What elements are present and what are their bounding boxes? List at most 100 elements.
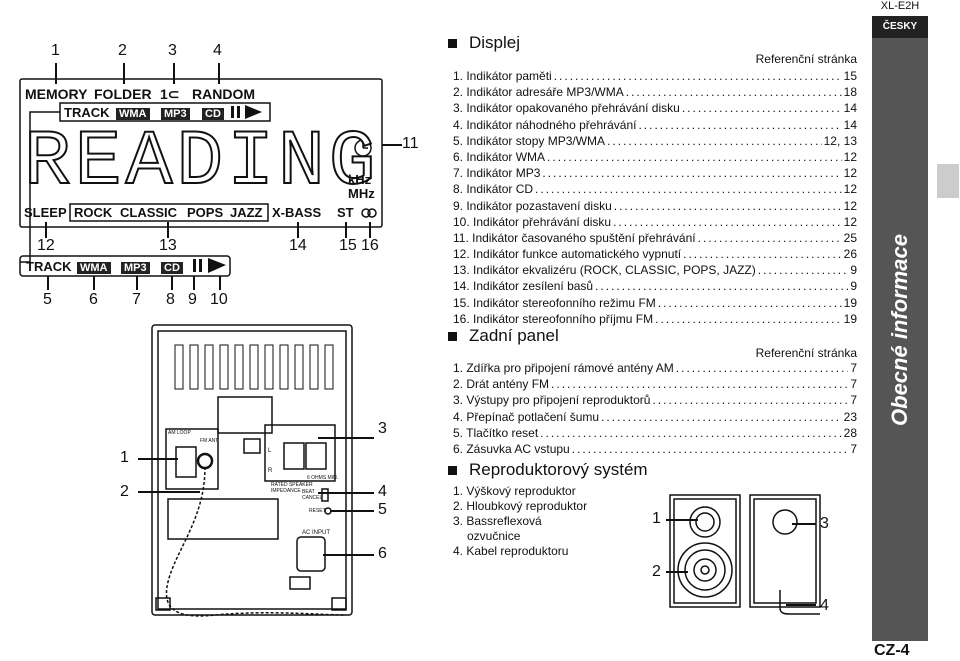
speaker-callout-4: 4: [820, 597, 829, 614]
rear-callout-6: 6: [378, 545, 387, 562]
lcd-callout-3: 3: [168, 42, 177, 59]
lcd-eq-pops: POPS: [187, 205, 224, 220]
rear-right-label: R: [268, 468, 273, 474]
lcd-callout-14: 14: [289, 237, 307, 254]
lcd-random: RANDOM: [192, 86, 255, 102]
list-item: 4. Přepínač potlačení šumu23: [453, 409, 857, 425]
list-item: 13. Indikátor ekvalizéru (ROCK, CLASSIC,…: [453, 262, 857, 278]
rear-reset: RESET: [309, 508, 326, 514]
tab-marker: [937, 164, 959, 198]
rear-callout-3: 3: [378, 420, 387, 437]
speaker-callout-3: 3: [820, 515, 829, 532]
lcd-track: TRACK: [64, 105, 110, 120]
rear-ac-input: AC INPUT: [302, 530, 331, 536]
lcd-wma: WMA: [116, 108, 150, 120]
rear-fm-ant: FM ANT: [200, 438, 219, 444]
list-item: 2. Indikátor adresáře MP3/WMA18: [453, 84, 857, 100]
speaker-diagram: [666, 494, 821, 615]
lcd-st: ST: [337, 205, 354, 220]
list-item: 4. Indikátor náhodného přehrávání14: [453, 117, 857, 133]
lcd-callout-7: 7: [132, 291, 141, 308]
list-item: 12. Indikátor funkce automatického vypnu…: [453, 246, 857, 262]
list-item: 16. Indikátor stereofonního příjmu FM19: [453, 311, 857, 327]
lcd-memory: MEMORY: [25, 86, 88, 102]
lcd-callout-8: 8: [166, 291, 175, 308]
display-ref-header: Referenční stránka: [755, 52, 857, 66]
rear-ohms: 6 OHMS MIN.: [307, 475, 339, 481]
list-item: 7. Indikátor MP312: [453, 165, 857, 181]
lcd-callout-1: 1: [51, 42, 60, 59]
list-item: 15. Indikátor stereofonního režimu FM19: [453, 295, 857, 311]
lcd-xbass: X-BASS: [272, 205, 322, 220]
strip-wma: WMA: [77, 262, 111, 274]
lcd-segment-display: READING: [23, 119, 380, 207]
lcd-callout-5: 5: [43, 291, 52, 308]
list-item: 4. Kabel reproduktoru: [453, 544, 569, 558]
speaker-callout-2: 2: [652, 563, 661, 580]
list-item: 1. Indikátor paměti15: [453, 68, 857, 84]
speaker-callout-1: 1: [652, 510, 661, 527]
lcd-callout-13: 13: [159, 237, 177, 254]
rear-panel-drawing: [138, 324, 374, 617]
list-item: 2. Drát antény FM7: [453, 376, 857, 392]
bullet-square-icon: [448, 331, 457, 341]
list-item: 1. Výškový reproduktor: [453, 484, 576, 498]
speaker-item-list: 1. Výškový reproduktor 2. Hloubkový repr…: [453, 484, 587, 559]
lcd-repeat: 1⊂: [160, 86, 180, 102]
rear-ref-header: Referenční stránka: [755, 346, 857, 360]
rear-section-title: Zadní panel: [448, 326, 559, 346]
list-item: 6. Zásuvka AC vstupu7: [453, 441, 857, 457]
rear-beat-cancel: BEAT CANCEL: [302, 489, 323, 501]
lcd-eq-rock: ROCK: [74, 205, 113, 220]
rear-speaker-impedance: RATED SPEAKER IMPEDANCE: [271, 482, 313, 494]
lcd-mhz: MHz: [348, 186, 375, 201]
rear-item-list: 1. Zdířka pro připojení rámové antény AM…: [453, 360, 857, 457]
strip-mp3: MP3: [121, 262, 150, 274]
lcd-eq-jazz: JAZZ: [230, 205, 263, 220]
speaker-section-title: Reproduktorový systém: [448, 460, 648, 480]
list-item: 3. Indikátor opakovaného přehrávání disk…: [453, 100, 857, 116]
page-number: CZ-4: [874, 642, 910, 659]
list-item: 5. Tlačítko reset28: [453, 425, 857, 441]
list-item: ozvučnice: [467, 529, 521, 543]
rear-am-loop: AM LOOP: [168, 430, 191, 436]
lcd-callout-6: 6: [89, 291, 98, 308]
bullet-square-icon: [448, 38, 457, 48]
rear-callout-1: 1: [120, 449, 129, 466]
lcd-khz: kHz: [348, 172, 372, 187]
bullet-square-icon: [448, 465, 457, 475]
side-band: [872, 38, 928, 641]
lcd-callout-10: 10: [210, 291, 228, 308]
list-item: 5. Indikátor stopy MP3/WMA12, 13: [453, 133, 857, 149]
list-item: 6. Indikátor WMA12: [453, 149, 857, 165]
list-item: 14. Indikátor zesílení basů9: [453, 278, 857, 294]
display-section-title: Displej: [448, 33, 520, 53]
lcd-sleep: SLEEP: [24, 205, 67, 220]
list-item: 2. Hloubkový reproduktor: [453, 499, 588, 513]
rear-left-label: L: [268, 448, 272, 454]
rear-callout-2: 2: [120, 483, 129, 500]
model-number: XL-E2H: [880, 0, 920, 12]
list-item: 1. Zdířka pro připojení rámové antény AM…: [453, 360, 857, 376]
lcd-folder: FOLDER: [94, 86, 152, 102]
display-item-list: 1. Indikátor paměti15 2. Indikátor adres…: [453, 68, 857, 327]
list-item: 11. Indikátor časovaného spuštění přehrá…: [453, 230, 857, 246]
lcd-lines: [19, 63, 402, 290]
lcd-callout-12: 12: [37, 237, 55, 254]
lcd-mp3: MP3: [161, 108, 190, 120]
lcd-callout-11: 11: [402, 135, 419, 152]
lcd-callout-2: 2: [118, 42, 127, 59]
strip-track: TRACK: [26, 259, 72, 274]
list-item: 3. Bassreflexová: [453, 514, 542, 528]
lcd-eq-classic: CLASSIC: [120, 205, 178, 220]
lcd-callout-9: 9: [188, 291, 197, 308]
strip-cd: CD: [161, 262, 183, 274]
language-tab: ČESKY: [872, 16, 928, 38]
list-item: 10. Indikátor přehrávání disku12: [453, 214, 857, 230]
list-item: 8. Indikátor CD12: [453, 181, 857, 197]
list-item: 3. Výstupy pro připojení reproduktorů7: [453, 392, 857, 408]
lcd-callout-15: 15: [339, 237, 357, 254]
rear-callout-5: 5: [378, 501, 387, 518]
lcd-cd: CD: [202, 108, 224, 120]
side-section-label: Obecné informace: [887, 234, 912, 426]
